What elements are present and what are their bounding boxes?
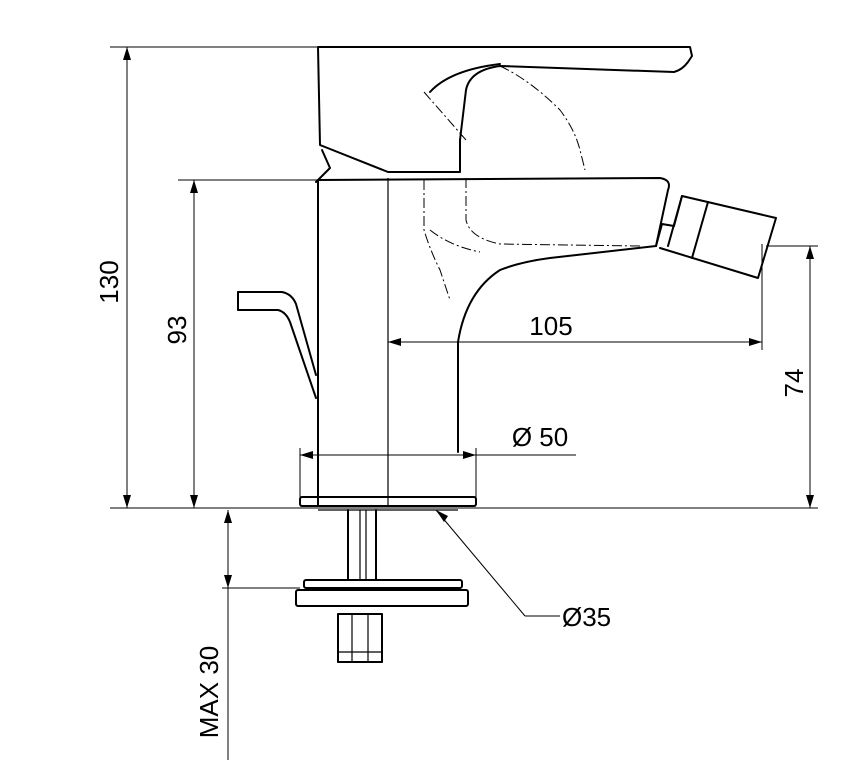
dimension-outlet-height: 74 bbox=[766, 245, 818, 508]
shank-diameter-label: Ø35 bbox=[562, 602, 611, 632]
spout-height-label: 93 bbox=[162, 316, 192, 345]
dimension-max-thickness: MAX 30 bbox=[194, 510, 300, 760]
outlet-height-label: 74 bbox=[779, 369, 809, 398]
spout-reach-label: 105 bbox=[529, 311, 572, 341]
mounting-hardware bbox=[295, 509, 469, 663]
dimension-spout-height: 93 bbox=[162, 179, 318, 508]
lever-handle bbox=[315, 46, 693, 183]
dimension-shank-diameter: Ø35 bbox=[435, 509, 611, 632]
dimension-base-diameter: Ø 50 bbox=[299, 422, 576, 497]
dimension-spout-reach: 105 bbox=[388, 244, 763, 350]
dimension-total-height: 130 bbox=[94, 46, 818, 509]
faucet-base bbox=[299, 496, 477, 511]
swivel-outlet bbox=[655, 195, 777, 279]
popup-rod bbox=[237, 291, 317, 399]
hidden-lines bbox=[423, 65, 641, 301]
total-height-label: 130 bbox=[94, 260, 124, 303]
base-diameter-label: Ø 50 bbox=[512, 422, 568, 452]
max-thickness-label: MAX 30 bbox=[194, 646, 224, 739]
